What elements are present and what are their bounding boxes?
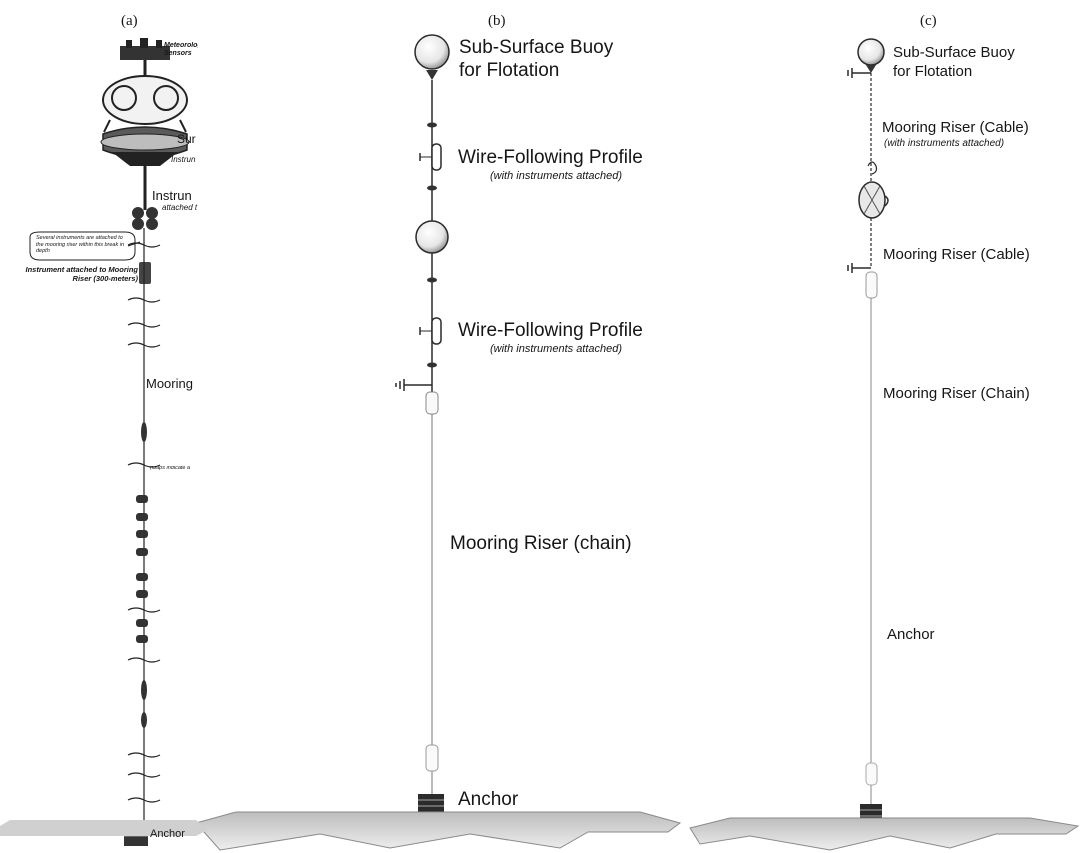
instruments-label: Instrun — [152, 189, 192, 203]
mooring-riser-cable-label-2: Mooring Riser (Cable) — [883, 246, 1030, 263]
profiler-label-1: Wire-Following Profile — [458, 147, 643, 168]
seafloor-c — [689, 817, 1080, 851]
panel-b — [395, 34, 450, 816]
sub-surface-buoy-icon-b — [414, 34, 450, 70]
profiler-note-1: (with instruments attached) — [490, 170, 623, 182]
riser-gap-breaks — [127, 242, 161, 803]
panel-c-tag: (c) — [920, 13, 937, 29]
mooring-riser-cable-note: (with instruments attached) — [884, 138, 1005, 149]
wire-following-profiler-icon-2 — [419, 317, 442, 345]
acoustic-release-icon-b — [395, 379, 439, 415]
anchor-label-c: Anchor — [887, 626, 935, 643]
seafloor-b — [195, 811, 682, 851]
meteorological-sensors-icon — [120, 38, 170, 78]
sub-surface-buoy-label-b: Sub-Surface Buoy — [459, 37, 614, 58]
sub-surface-buoy-label-c: Sub-Surface Buoy — [893, 44, 1015, 61]
wire-following-profiler-icon-1 — [419, 143, 442, 171]
instrument-cluster-icon — [132, 207, 158, 230]
mooring-riser-chain-label-b: Mooring Riser (chain) — [450, 533, 632, 554]
callout-text: Several instruments are attached to the … — [36, 235, 125, 254]
panel-c — [847, 38, 889, 824]
riser-instrument-label: Instrument attached to Mooring Riser (30… — [25, 265, 139, 283]
sub-surface-buoy-icon-c — [857, 38, 885, 66]
mooring-label: Mooring — [146, 377, 193, 391]
flotation-label-b: for Flotation — [459, 60, 560, 81]
panel-b-tag: (b) — [488, 13, 506, 29]
mooring-riser-cable-label-1: Mooring Riser (Cable) — [882, 119, 1029, 136]
anchor-label-b: Anchor — [458, 789, 519, 810]
buoy-instruments-label: Instrun — [171, 156, 196, 164]
surface-buoy-label: Sur — [177, 133, 196, 146]
gaps-note-label: (Gaps indicate a — [150, 466, 191, 471]
instrument-package-icon-c — [858, 181, 889, 219]
instruments-attached-label: attached t — [162, 204, 198, 212]
seafloor-a — [0, 820, 208, 836]
flotation-label-c: for Flotation — [893, 63, 973, 80]
acoustic-release-icon-c2 — [847, 263, 878, 299]
riser-instrument-icon — [139, 262, 151, 284]
anchor-label-a: Anchor — [150, 829, 185, 840]
panel-a — [29, 38, 190, 846]
profiler-label-2: Wire-Following Profile — [458, 320, 643, 341]
profiler-note-2: (with instruments attached) — [490, 343, 623, 355]
riser-small-instruments — [136, 422, 148, 728]
mooring-riser-chain-label-c: Mooring Riser (Chain) — [883, 385, 1030, 402]
surface-buoy-icon — [100, 75, 190, 166]
sub-surface-buoy-icon-b2 — [415, 220, 449, 254]
meteorological-sensors-label: Meteorological Sensors — [164, 42, 198, 57]
acoustic-release-icon-c1 — [847, 68, 871, 78]
panel-a-tag: (a) — [121, 13, 138, 29]
